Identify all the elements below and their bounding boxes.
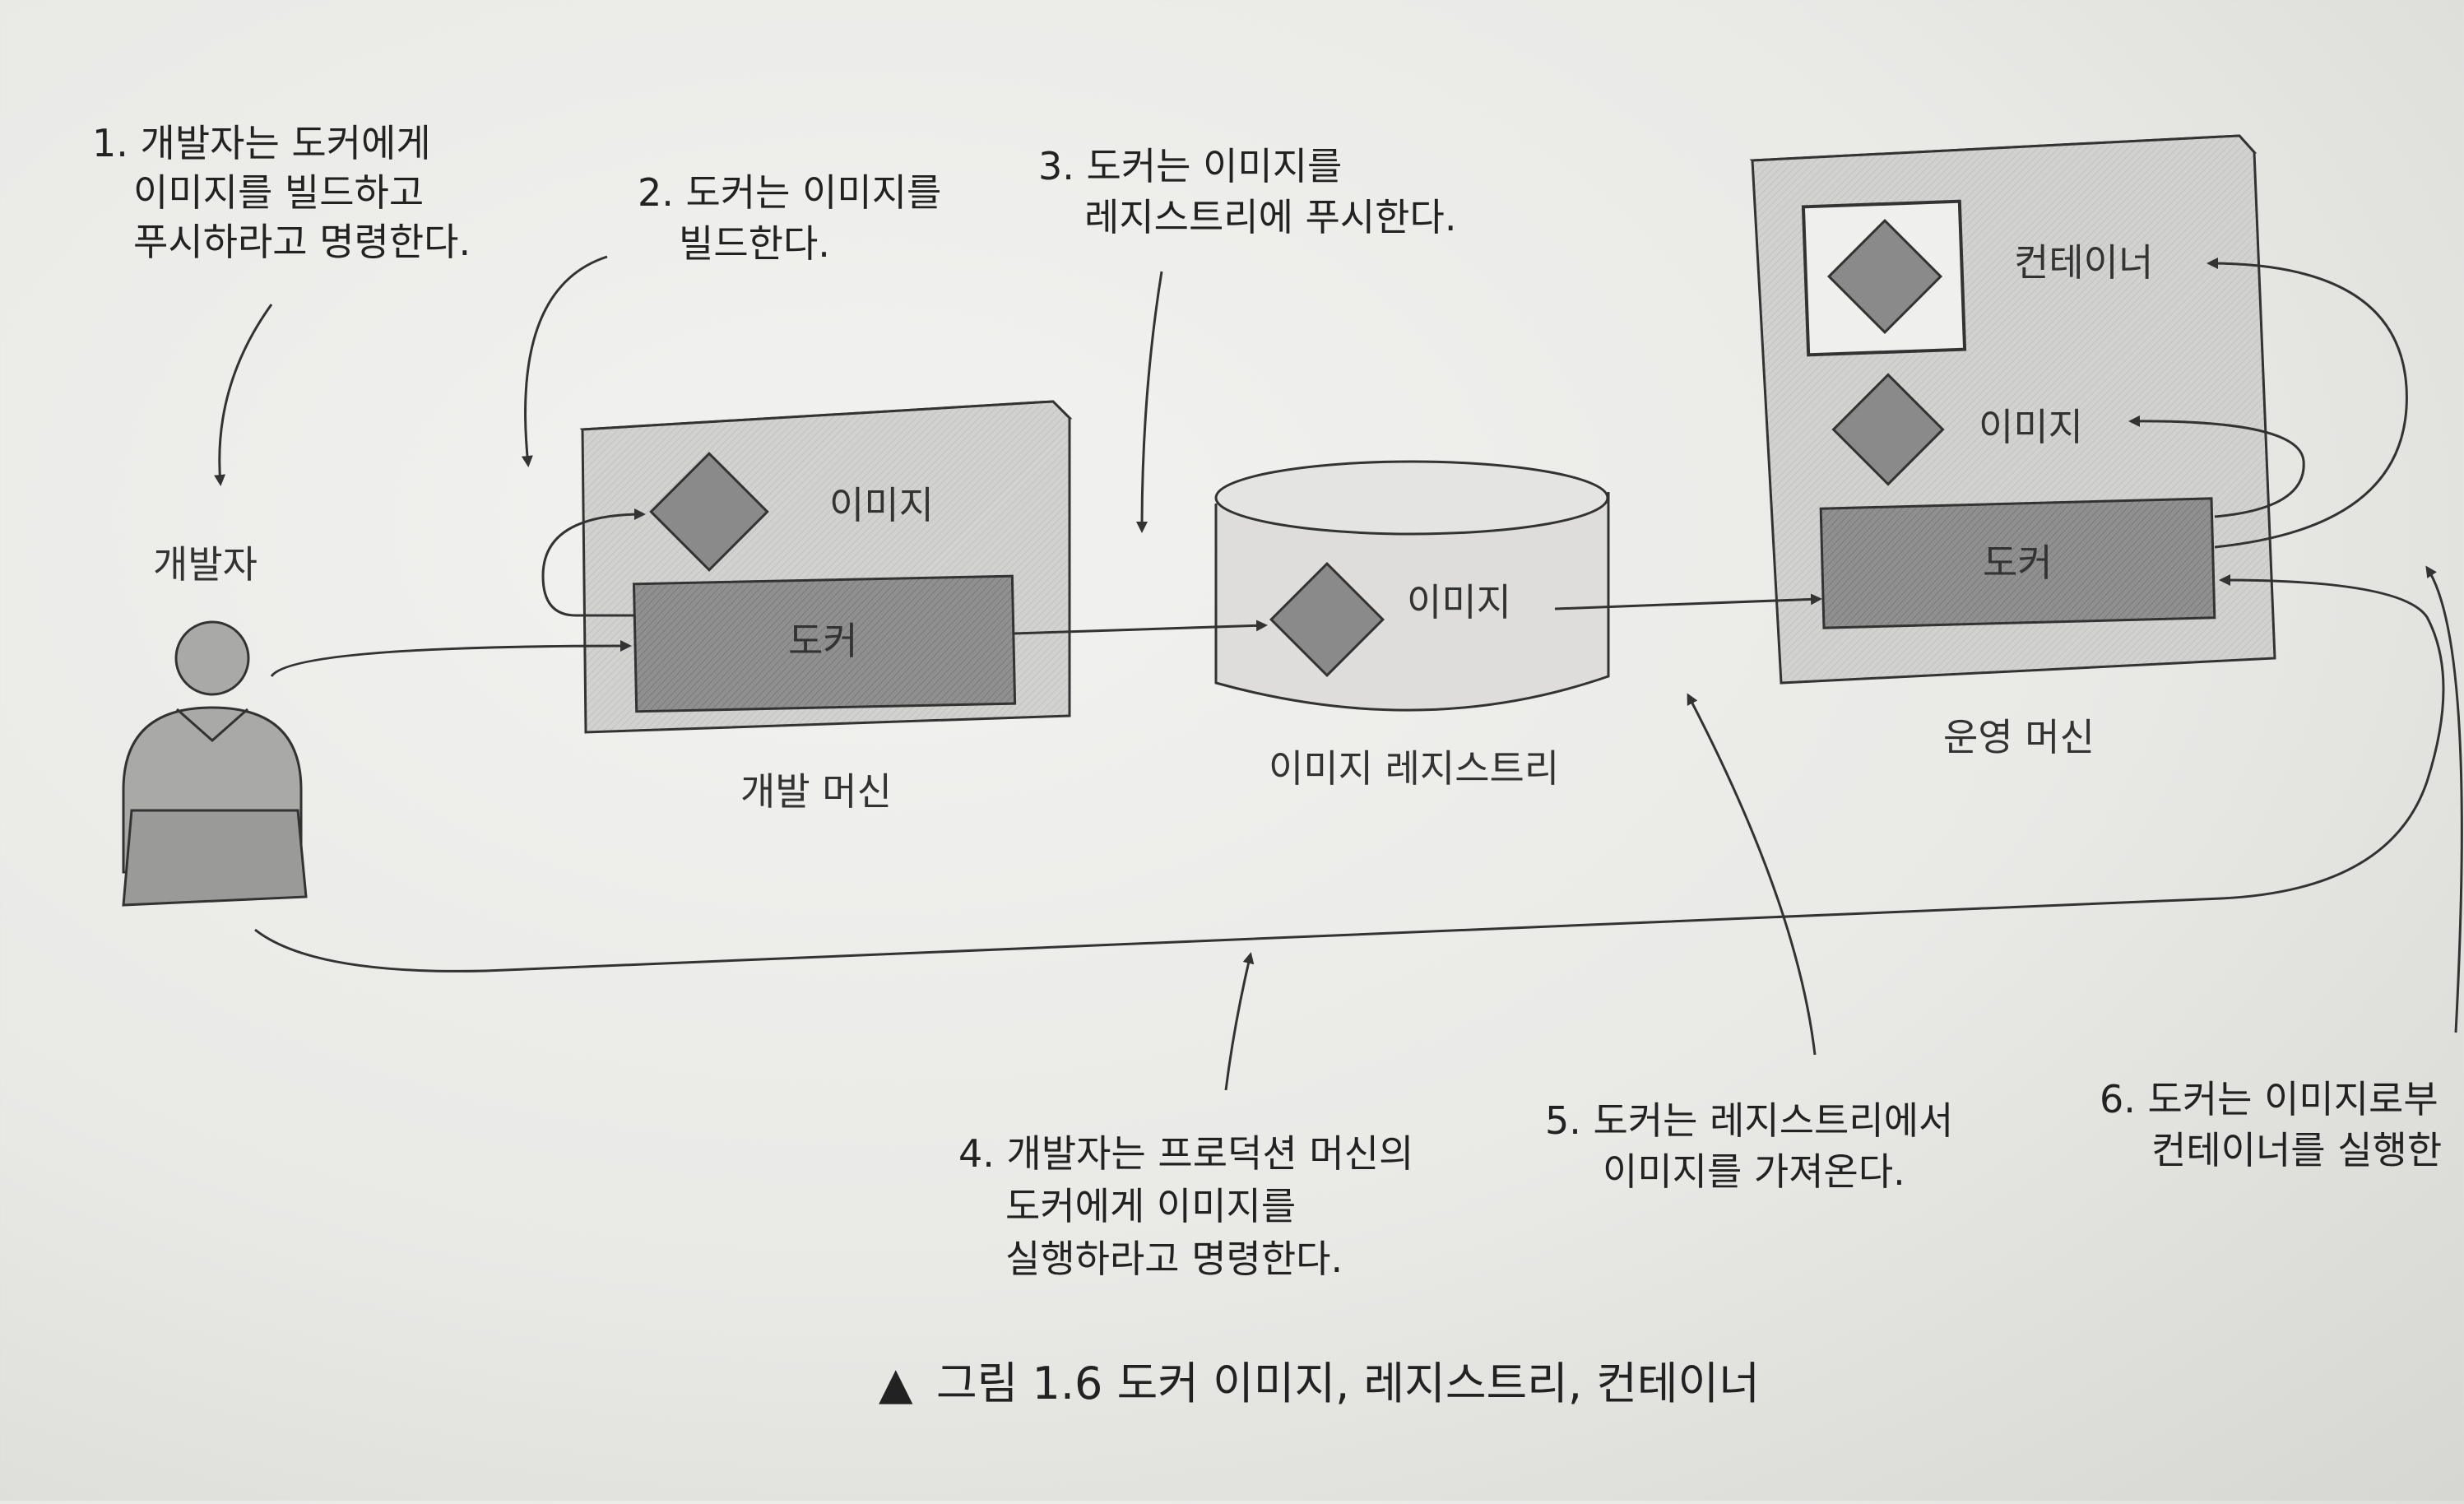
dev-image-diamond — [649, 452, 769, 572]
step-3-line-1: 3. 도커는 이미지를 — [1038, 144, 1342, 188]
arrow-registry-to-prod — [1554, 593, 1822, 610]
step-1-text: 1. 개발자는 도커에게 이미지를 빌드하고 푸시하라고 명령한다. — [92, 121, 471, 264]
arrow-prod-container-loop — [2206, 258, 2408, 549]
step-5-line-2: 이미지를 가져온다. — [1603, 1149, 1905, 1194]
dev-machine-label: 개발 머신 — [740, 769, 892, 814]
dev-image-label: 이미지 — [829, 483, 934, 527]
registry-label: 이미지 레지스트리 — [1269, 746, 1559, 791]
step-2-line-1: 2. 도커는 이미지를 — [638, 170, 941, 215]
step-1-line-2: 이미지를 빌드하고 — [133, 170, 424, 215]
developer-head — [174, 620, 250, 696]
dev-docker-box — [632, 574, 1017, 713]
step-3-text: 3. 도커는 이미지를 레지스트리에 푸시한다. — [1038, 144, 1456, 239]
image-registry: 이미지 이미지 레지스트리 — [1214, 460, 1610, 791]
figure-caption: ▲ 그림 1.6 도커 이미지, 레지스트리, 컨테이너 — [879, 1358, 1760, 1409]
arrow-step-3 — [1136, 271, 1163, 533]
arrow-step-1 — [214, 304, 273, 486]
dev-machine: 도커 이미지 개발 머신 — [579, 400, 1073, 814]
step-4-line-2: 도커에게 이미지를 — [1005, 1184, 1296, 1228]
prod-machine-label: 운영 머신 — [1943, 715, 2095, 759]
arrow-step-4 — [1224, 952, 1255, 1091]
step-5-line-1: 5. 도커는 레지스트리에서 — [1545, 1098, 1953, 1143]
prod-container-diamond — [1826, 218, 1943, 335]
step-1-line-3: 푸시하라고 명령한다. — [133, 220, 471, 264]
dev-docker-label: 도커 — [788, 619, 858, 663]
step-6-line-1: 6. 도커는 이미지로부 — [2100, 1077, 2438, 1121]
step-2-line-2: 빌드한다. — [679, 221, 830, 266]
prod-machine: 컨테이너 이미지 도커 운영 머신 — [1749, 134, 2276, 759]
prod-docker-label: 도커 — [1983, 541, 2053, 585]
prod-docker-box — [1819, 497, 2216, 629]
arrow-docker-to-registry — [1013, 620, 1268, 635]
arrow-step-4-loop — [254, 574, 2445, 972]
caption-marker: ▲ — [879, 1358, 913, 1409]
step-6-text: 6. 도커는 이미지로부 컨테이너를 실행한 — [2100, 1077, 2442, 1172]
step-4-text: 4. 개발자는 프로덕션 머신의 도커에게 이미지를 실행하라고 명령한다. — [958, 1131, 1413, 1281]
step-6-line-2: 컨테이너를 실행한 — [2151, 1128, 2442, 1172]
step-4-line-3: 실행하라고 명령한다. — [1005, 1237, 1343, 1281]
prod-image-label: 이미지 — [1979, 405, 2083, 449]
registry-image-diamond — [1269, 561, 1385, 678]
registry-cylinder-top — [1214, 460, 1609, 536]
laptop-icon — [122, 809, 308, 907]
arrow-step-6 — [2425, 565, 2463, 1033]
arrow-prod-image-loop — [2128, 415, 2305, 518]
step-5-text: 5. 도커는 레지스트리에서 이미지를 가져온다. — [1545, 1098, 1953, 1194]
arrow-dev-build-loop — [541, 508, 646, 617]
prod-image-diamond — [1831, 373, 1945, 486]
step-3-line-2: 레지스트리에 푸시한다. — [1084, 195, 1456, 239]
developer-figure: 개발자 — [122, 542, 308, 907]
step-4-line-1: 4. 개발자는 프로덕션 머신의 — [958, 1131, 1413, 1176]
arrow-dev-to-docker — [270, 640, 632, 677]
arrow-step-5 — [1687, 693, 1817, 1056]
prod-container-label: 컨테이너 — [2014, 240, 2153, 285]
arrows — [214, 255, 2463, 1091]
step-1-line-1: 1. 개발자는 도커에게 — [92, 121, 431, 165]
caption-text: 그림 1.6 도커 이미지, 레지스트리, 컨테이너 — [936, 1358, 1760, 1409]
developer-label: 개발자 — [153, 542, 258, 587]
arrow-step-2 — [521, 255, 608, 467]
developer-collar — [176, 708, 248, 743]
step-2-text: 2. 도커는 이미지를 빌드한다. — [638, 170, 941, 266]
registry-image-label: 이미지 — [1407, 580, 1511, 624]
